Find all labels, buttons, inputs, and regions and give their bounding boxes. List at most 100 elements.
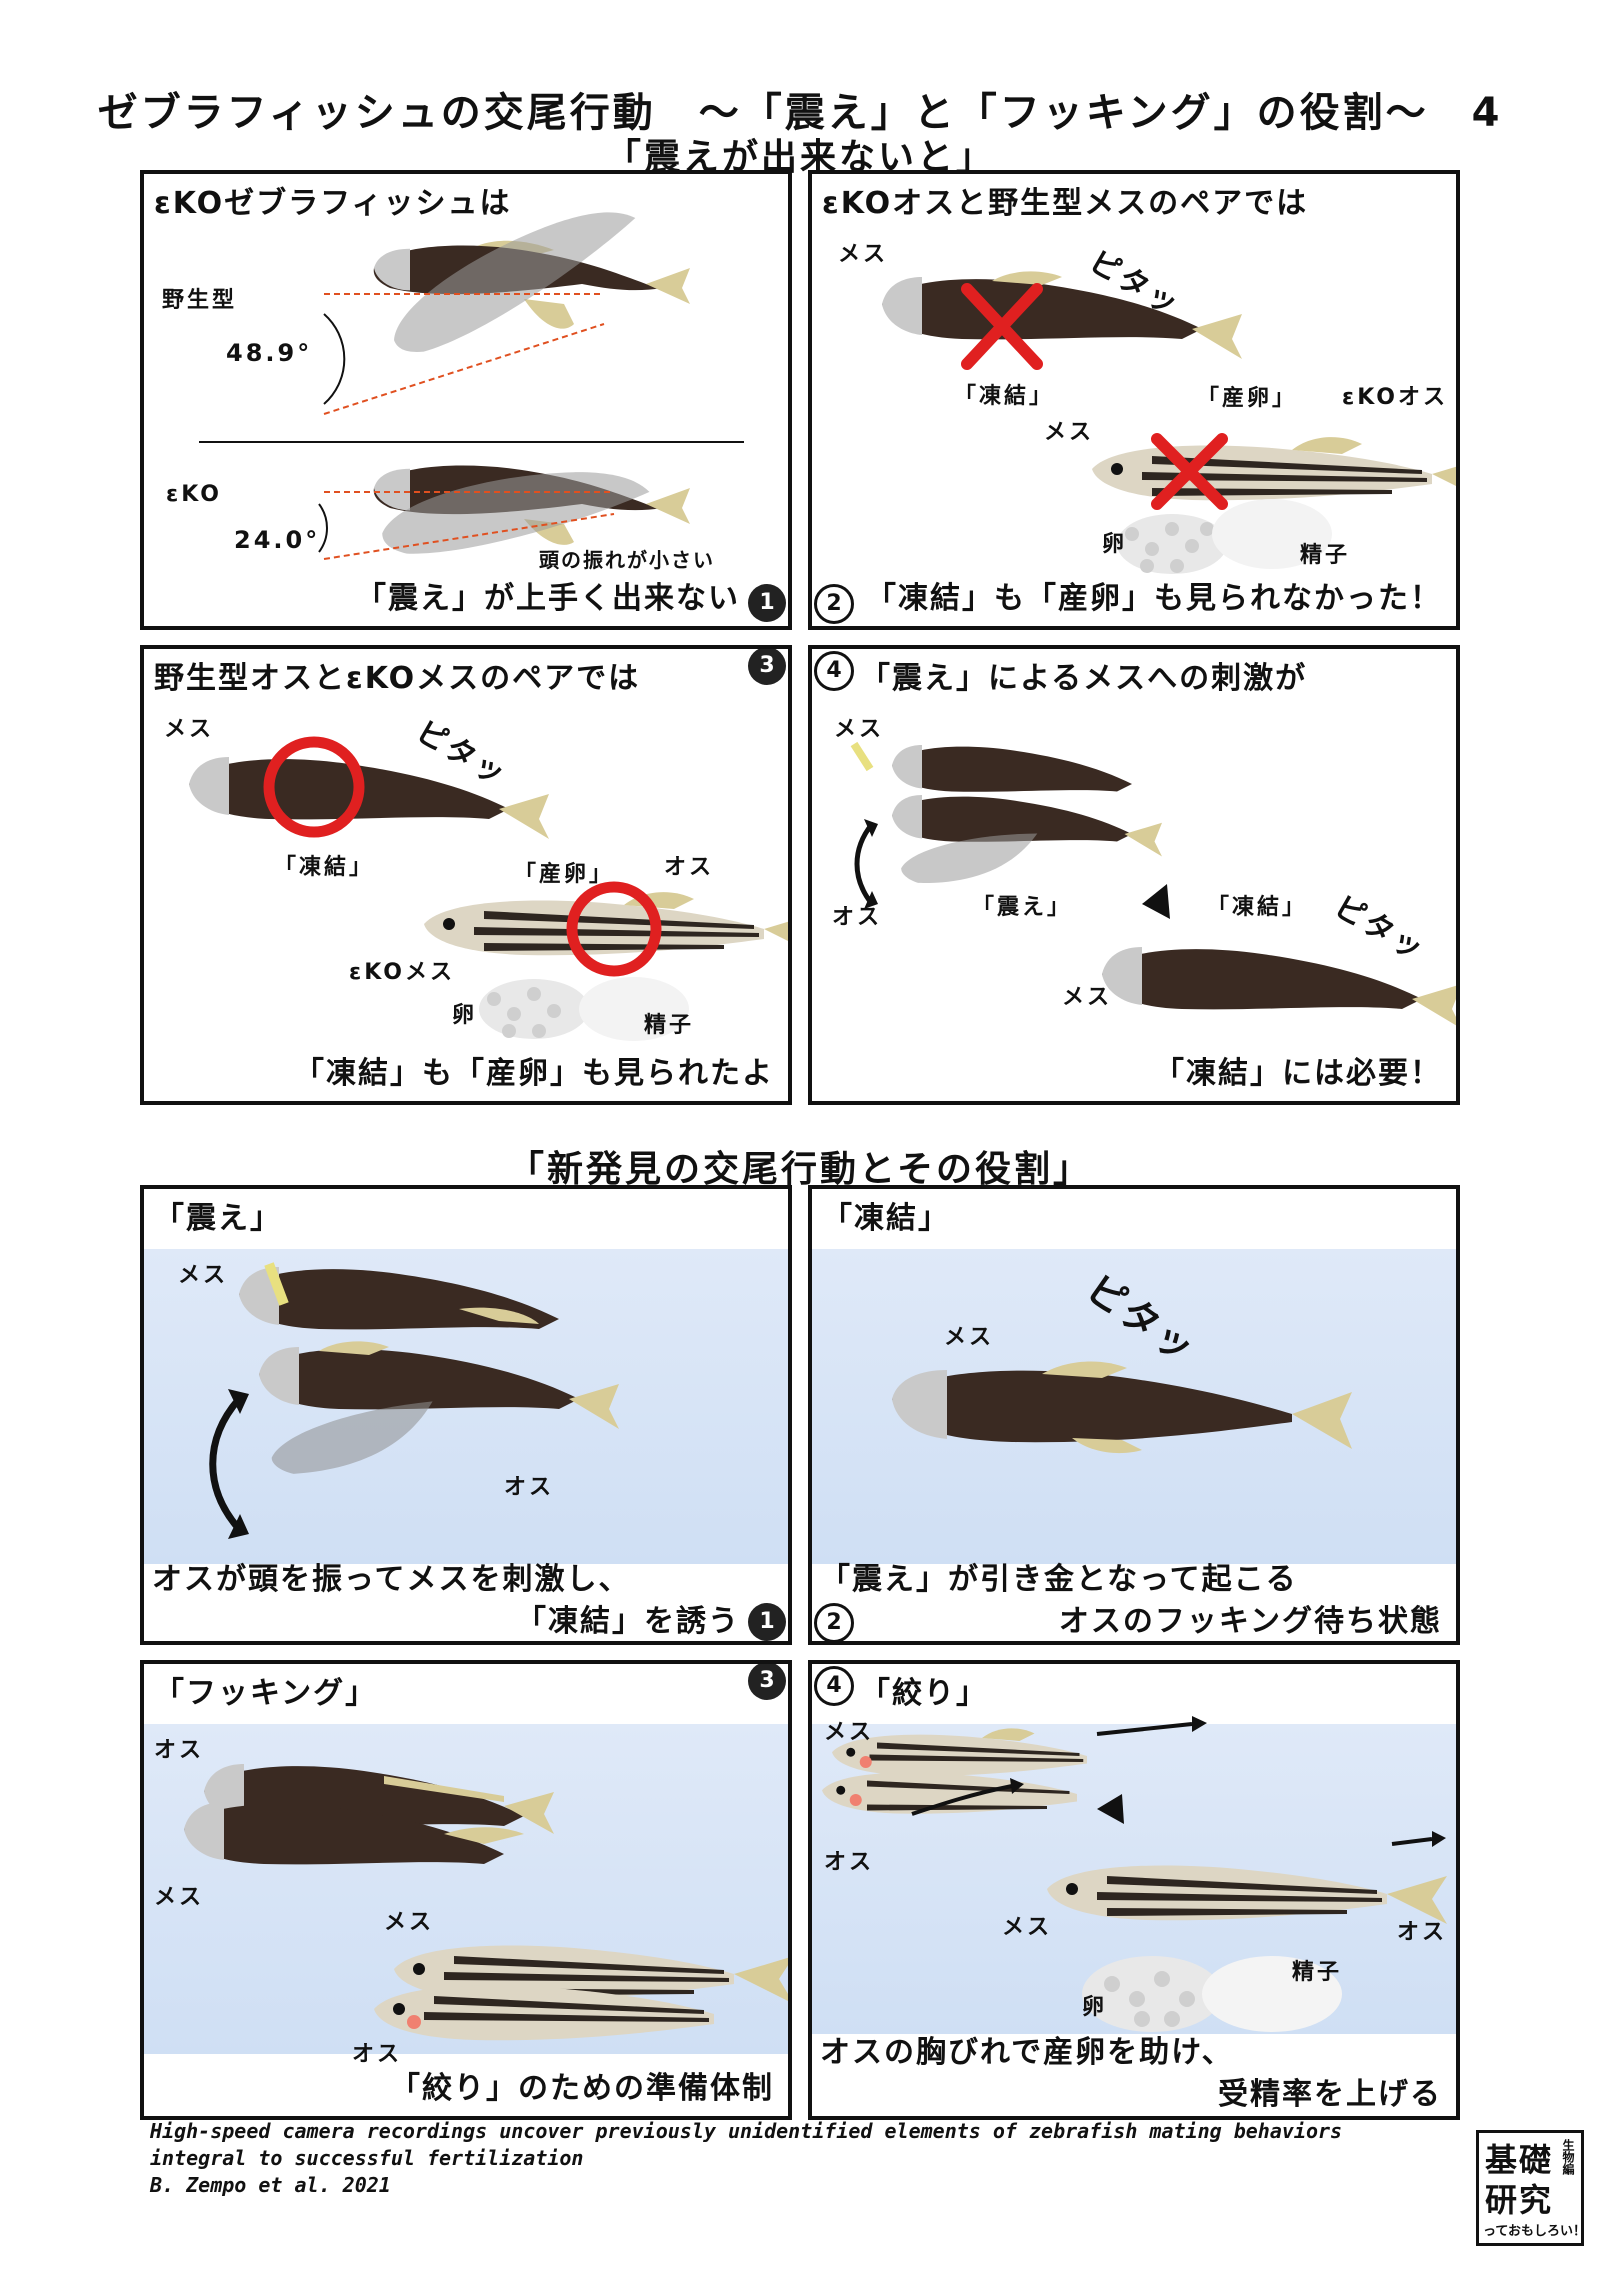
arrowhead bbox=[1432, 1831, 1446, 1847]
kiso-kenkyu-logo: 基礎 研究 生物編 っておもしろい！ bbox=[1476, 2130, 1586, 2246]
panel-heading: 野生型オスとεKOメスのペアでは bbox=[154, 661, 641, 696]
label-male: オス bbox=[154, 1738, 205, 1763]
cross-mark bbox=[1151, 433, 1228, 510]
panel-top-2: εKOオスと野生型メスのペアでは メス bbox=[808, 170, 1460, 630]
label-ko: εKO bbox=[166, 482, 223, 507]
panel-heading: 「震え」によるメスへの刺激が bbox=[860, 661, 1308, 696]
sperm-cloud bbox=[579, 977, 689, 1041]
female-fish-hooked bbox=[184, 1802, 524, 1865]
label-egg: 卵 bbox=[1082, 1995, 1108, 2020]
female-fish-striped-2 bbox=[1047, 1865, 1447, 1924]
label-sperm: 精子 bbox=[644, 1013, 695, 1038]
label-female: メス bbox=[824, 1720, 875, 1745]
panel-caption: 「凍結」も「産卵」も見られなかった！ bbox=[866, 581, 1442, 616]
angle-wild-value: 48.9° bbox=[226, 339, 313, 367]
squeeze-illustration bbox=[822, 1716, 1447, 2032]
arrowhead bbox=[1010, 1778, 1024, 1794]
panel-top-3: 野生型オスとεKOメスのペアでは メス ピタッ 「凍結」 「産卵」 オス εK bbox=[140, 645, 792, 1105]
motion-arrow bbox=[1096, 1722, 1193, 1736]
panel-number: 1 bbox=[748, 1603, 786, 1641]
arrow-triangle-icon bbox=[1142, 884, 1170, 919]
panel-bottom-4: 「絞り」 bbox=[808, 1660, 1460, 2120]
arrow-triangle-icon bbox=[1097, 1794, 1124, 1824]
egg-cloud bbox=[479, 979, 589, 1039]
male-fish-ghost bbox=[271, 1401, 433, 1474]
panel-heading: 「震え」 bbox=[154, 1201, 282, 1236]
freeze-illustration bbox=[892, 1361, 1352, 1454]
panel-number: 2 bbox=[814, 1603, 854, 1641]
panel-caption: 「震え」が上手く出来ない bbox=[356, 581, 740, 616]
panel-number: 3 bbox=[748, 1664, 786, 1700]
panel-bottom-1: 「震え」 メス オス オスが頭を振ってメスを刺激し、 「凍結」を誘う 1 bbox=[140, 1185, 792, 1645]
male-fish-striped bbox=[374, 1985, 714, 2041]
page-title: ゼブラフィッシュの交尾行動 〜「震え」と「フッキング」の役割〜 4 bbox=[97, 90, 1503, 136]
panel-top-4: 「震え」によるメスへの刺激が メス オス 「震え」 「凍結」 ピタッ メス 「凍… bbox=[808, 645, 1460, 1105]
pair-illustration bbox=[189, 736, 788, 1041]
angle-ko-value: 24.0° bbox=[234, 526, 321, 554]
hooking-illustration bbox=[184, 1764, 788, 2041]
label-female: メス bbox=[838, 242, 889, 267]
angle-arc bbox=[318, 503, 328, 553]
label-wild-type: 野生型 bbox=[162, 288, 238, 313]
exclamation-icon bbox=[850, 741, 874, 772]
panel-heading: 「フッキング」 bbox=[154, 1676, 378, 1711]
angle-line bbox=[323, 323, 605, 415]
arrowhead bbox=[1192, 1716, 1207, 1732]
egg-cloud bbox=[1082, 1956, 1222, 2032]
panel-heading: εKOゼブラフィッシュは bbox=[154, 186, 512, 221]
logo-line-1: 基礎 bbox=[1485, 2141, 1554, 2179]
female-fish-striped bbox=[832, 1728, 1087, 1776]
label-male-2: オス bbox=[1397, 1920, 1448, 1945]
motion-arrow bbox=[1391, 1837, 1433, 1846]
panel-caption-line-1: オスの胸びれで産卵を助け、 bbox=[820, 2035, 1234, 2070]
angle-line bbox=[323, 513, 615, 560]
label-freeze: 「凍結」 bbox=[274, 855, 375, 880]
male-fish bbox=[892, 795, 1162, 857]
female-fish bbox=[239, 1267, 559, 1330]
tremble-illustration bbox=[209, 1262, 619, 1539]
label-female-2: メス bbox=[1044, 420, 1095, 445]
panel-number: 3 bbox=[748, 649, 786, 685]
label-ko-female: εKOメス bbox=[349, 960, 456, 985]
circle-mark bbox=[263, 736, 365, 838]
panel-top-1: εKOゼブラフィッシュは bbox=[140, 170, 792, 630]
swing-arrow bbox=[854, 822, 874, 906]
panel-caption-line-1: オスが頭を振ってメスを刺激し、 bbox=[152, 1562, 631, 1597]
logo-bottom-text: っておもしろい！ bbox=[1483, 2224, 1586, 2239]
label-small-swing: 頭の振れが小さい bbox=[539, 548, 715, 572]
ko-male-fish bbox=[1092, 437, 1456, 501]
label-female: メス bbox=[944, 1325, 995, 1350]
exclamation-icon bbox=[264, 1262, 289, 1306]
panel-number: 1 bbox=[748, 584, 786, 622]
female-fish bbox=[892, 745, 1132, 792]
section-title: 「新発見の交尾行動とその役割」 bbox=[508, 1149, 1092, 1190]
logo-side-text: 生物編 bbox=[1561, 2139, 1575, 2175]
panel-heading: εKOオスと野生型メスのペアでは bbox=[822, 186, 1309, 221]
female-fish-frozen bbox=[892, 1361, 1352, 1454]
label-egg: 卵 bbox=[452, 1003, 478, 1028]
tremble-illustration bbox=[850, 741, 1456, 1026]
panel-caption-line-2: オスのフッキング待ち状態 bbox=[1058, 1604, 1442, 1639]
label-tremble: 「震え」 bbox=[972, 895, 1073, 920]
panel-bottom-2: 「凍結」 メス ピタッ 「震え」が引き金となって起こる オスのフッキング待ち状態… bbox=[808, 1185, 1460, 1645]
motion-arrow bbox=[911, 1784, 1013, 1816]
label-freeze: 「凍結」 bbox=[1207, 895, 1308, 920]
egg-cloud bbox=[1117, 514, 1227, 574]
label-female: メス bbox=[154, 1885, 205, 1910]
label-female: メス bbox=[164, 717, 215, 742]
panel-number: 4 bbox=[814, 1666, 854, 1706]
panel-caption-line-1: 「震え」が引き金となって起こる bbox=[820, 1562, 1298, 1597]
label-male: オス bbox=[504, 1475, 555, 1500]
label-male: オス bbox=[824, 1850, 875, 1875]
label-egg: 卵 bbox=[1102, 532, 1128, 557]
male-fish-striped bbox=[822, 1772, 1077, 1814]
male-fish bbox=[424, 892, 788, 956]
panel-caption-line-2: 「凍結」を誘う bbox=[516, 1604, 740, 1639]
citation-line-1: High-speed camera recordings uncover pre… bbox=[150, 2119, 1343, 2143]
female-fish bbox=[882, 271, 1242, 359]
panel-caption: 「凍結」も「産卵」も見られたよ bbox=[294, 1056, 774, 1091]
panel-caption: 「凍結」には必要！ bbox=[1154, 1056, 1442, 1091]
label-female-2: メス bbox=[384, 1910, 435, 1935]
label-sperm: 精子 bbox=[1300, 543, 1351, 568]
label-spawn: 「産卵」 bbox=[514, 862, 615, 887]
